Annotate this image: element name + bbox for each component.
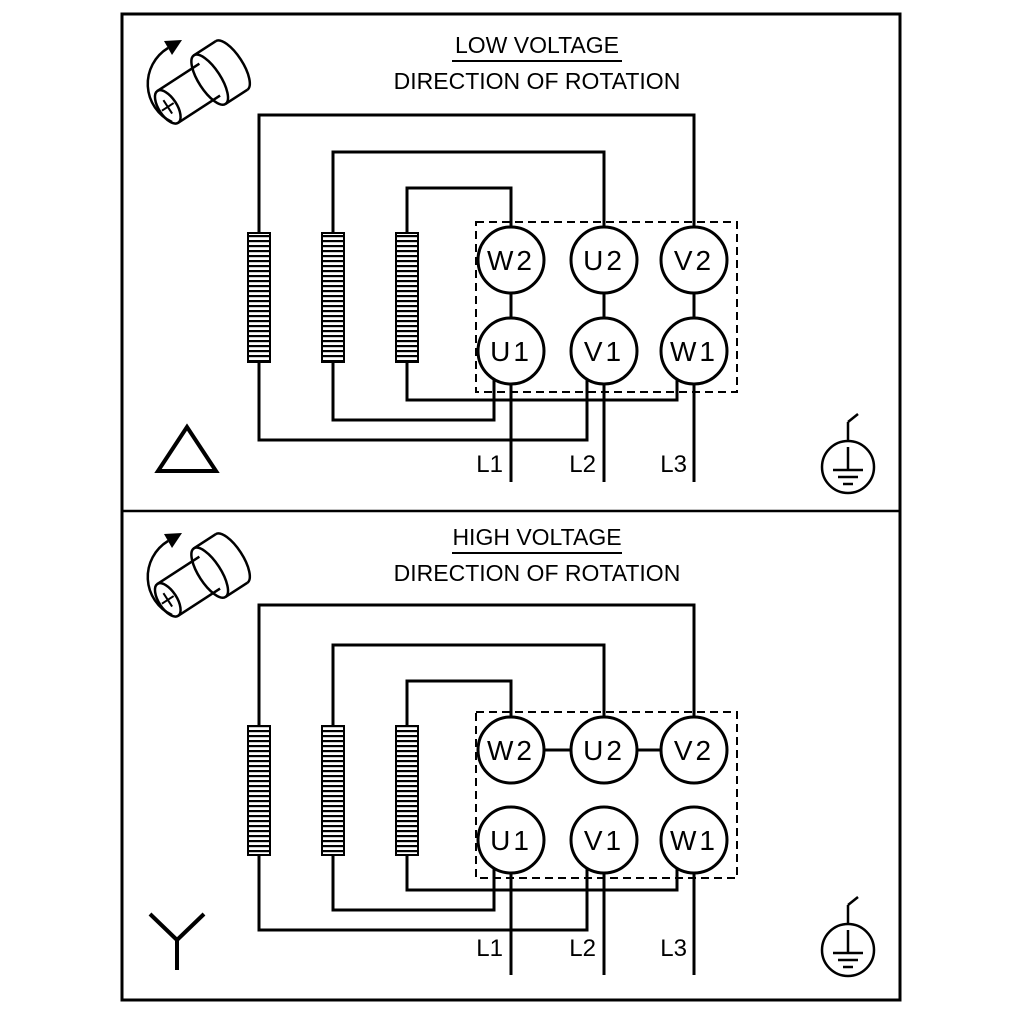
rotation-arrow-icon — [146, 46, 173, 124]
winding-coil — [321, 725, 345, 856]
panel-subtitle: DIRECTION OF ROTATION — [394, 68, 681, 94]
winding-coils — [247, 232, 419, 363]
supply-line-label: L2 — [569, 935, 596, 962]
wire-segment — [405, 855, 679, 892]
terminal-label: V1 — [584, 336, 624, 367]
rotation-arrowhead-icon — [164, 533, 182, 548]
terminal-label: W2 — [487, 245, 535, 276]
supply-line-label: L1 — [476, 935, 503, 962]
winding-coil — [247, 725, 271, 856]
terminal-label: V1 — [584, 825, 624, 856]
terminal-board: W2 U2 V2 U1 V1 W1 — [476, 225, 729, 386]
panel-high-voltage: HIGH VOLTAGE DIRECTION OF ROTATION — [143, 524, 876, 978]
shaft-rotation-icon — [143, 33, 258, 138]
supply-line-label: L3 — [660, 935, 687, 962]
wire-segment — [331, 643, 606, 726]
terminal-label: W1 — [670, 825, 718, 856]
terminal-u1 — [476, 316, 546, 386]
wire-segment — [405, 362, 679, 402]
winding-coil — [321, 232, 345, 363]
wire-segment — [257, 603, 696, 726]
terminal-label: V2 — [674, 245, 714, 276]
wire-segment — [257, 362, 589, 442]
wire-segment — [331, 855, 496, 912]
supply-line-label: L3 — [660, 451, 687, 478]
panel-title: LOW VOLTAGE — [455, 32, 619, 58]
wire-segment — [331, 150, 606, 233]
terminal-v2 — [659, 225, 729, 295]
supply-line-label: L2 — [569, 451, 596, 478]
wire-segment — [331, 362, 496, 422]
wire-segment — [257, 113, 696, 233]
terminal-v1 — [569, 805, 639, 875]
terminal-w1 — [659, 316, 729, 386]
panel-low-voltage: LOW VOLTAGE DIRECTION OF ROTATION — [143, 32, 876, 495]
outer-border — [120, 12, 902, 1002]
terminal-board: W2 U2 V2 U1 V1 W1 — [476, 715, 729, 875]
wire-segment — [257, 855, 589, 932]
terminal-label: U2 — [583, 245, 625, 276]
winding-coil — [395, 232, 419, 363]
panel-subtitle: DIRECTION OF ROTATION — [394, 560, 681, 586]
earth-ground-icon — [820, 412, 876, 495]
terminal-board-outline — [475, 711, 738, 879]
winding-coil — [395, 725, 419, 856]
terminal-v2 — [659, 715, 729, 785]
wiring — [257, 113, 696, 482]
earth-ground-icon — [820, 895, 876, 978]
terminal-label: U1 — [490, 825, 532, 856]
terminal-label: V2 — [674, 735, 714, 766]
terminal-u2 — [569, 715, 639, 785]
terminal-w2 — [476, 225, 546, 295]
terminal-label: U2 — [583, 735, 625, 766]
terminal-label: W2 — [487, 735, 535, 766]
terminal-w1 — [659, 805, 729, 875]
winding-coil — [247, 232, 271, 363]
terminal-board-outline — [475, 221, 738, 393]
terminal-u2 — [569, 225, 639, 295]
wire-segment — [405, 186, 513, 233]
panel-title: HIGH VOLTAGE — [452, 524, 621, 550]
supply-line-label: L1 — [476, 451, 503, 478]
winding-coils — [247, 725, 419, 856]
terminal-u1 — [476, 805, 546, 875]
terminal-label: W1 — [670, 336, 718, 367]
star-connection-icon — [148, 912, 206, 970]
terminal-label: U1 — [490, 336, 532, 367]
terminal-w2 — [476, 715, 546, 785]
wire-segment — [405, 679, 513, 726]
terminal-v1 — [569, 316, 639, 386]
delta-connection-icon — [154, 423, 220, 473]
shaft-rotation-icon — [143, 526, 258, 631]
rotation-arrow-icon — [146, 539, 173, 617]
rotation-arrowhead-icon — [164, 40, 182, 55]
